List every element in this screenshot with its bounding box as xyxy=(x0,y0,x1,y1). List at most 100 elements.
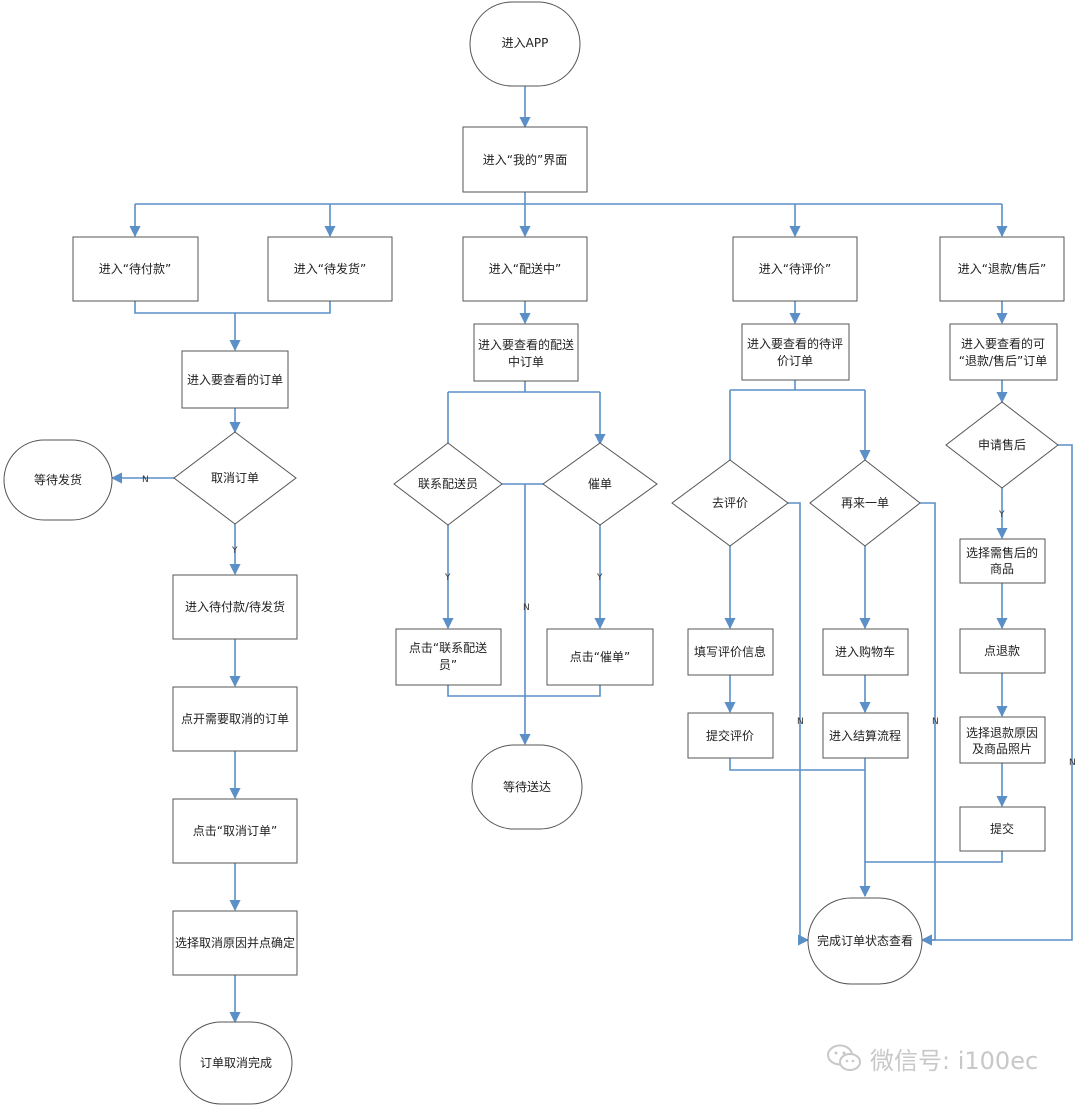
edge-deliv-no xyxy=(500,483,551,744)
enter-pay-ship-box: 进入待付款/待发货 xyxy=(172,574,298,640)
svg-text:点击“催单”: 点击“催单” xyxy=(570,650,630,664)
label-apply-yes: Y xyxy=(998,510,1005,520)
select-goods-box: 选择需售后的 商品 xyxy=(959,538,1046,584)
checkout-box: 进入结算流程 xyxy=(822,712,909,759)
svg-text:等待送达: 等待送达 xyxy=(503,779,551,794)
svg-text:订单取消完成: 订单取消完成 xyxy=(200,1055,272,1070)
view-delivering-box: 进入要查看的配送 中订单 xyxy=(473,323,579,382)
svg-text:进入要查看的配送: 进入要查看的配送 xyxy=(478,337,574,352)
edge-merge-pay-ship xyxy=(134,301,331,350)
svg-text:点开需要取消的订单: 点开需要取消的订单 xyxy=(181,711,289,726)
svg-text:填写评价信息: 填写评价信息 xyxy=(694,644,766,659)
svg-text:进入要查看的待评: 进入要查看的待评 xyxy=(747,336,843,351)
svg-text:进入“配送中”: 进入“配送中” xyxy=(489,261,561,276)
svg-text:进入“退款/售后”: 进入“退款/售后” xyxy=(958,261,1046,276)
wechat-icon xyxy=(827,1044,861,1071)
svg-text:进入结算流程: 进入结算流程 xyxy=(829,728,901,743)
enter-cart-box: 进入购物车 xyxy=(822,628,909,676)
urge-decision: 催单 xyxy=(542,442,658,526)
wait-arrive-terminal: 等待送达 xyxy=(471,744,583,830)
nodes: 进入APP 等待发货 订单取消完成 等待送达 完成订单状态查看 进入“我的”界面… xyxy=(3,1,1065,1105)
click-refund-box: 点退款 xyxy=(959,628,1046,674)
svg-text:提交: 提交 xyxy=(990,821,1014,836)
svg-text:选择取消原因并点确定: 选择取消原因并点确定 xyxy=(175,935,295,950)
watermark-text: 微信号: i100ec xyxy=(870,1046,1039,1075)
svg-text:员”: 员” xyxy=(439,658,457,672)
edge-submit-to-finish xyxy=(865,851,1003,863)
edge-deliv-split xyxy=(447,381,600,444)
svg-text:中订单: 中订单 xyxy=(508,354,544,369)
edge-submit-to-merge xyxy=(729,758,865,771)
svg-text:进入APP: 进入APP xyxy=(502,36,549,50)
edge-goreview-no xyxy=(788,502,810,946)
submit-review-box: 提交评价 xyxy=(687,712,774,759)
start-terminal: 进入APP xyxy=(469,1,581,87)
edge-labels: N Y Y Y N N N Y N xyxy=(142,475,1076,768)
refund-reason-box: 选择退款原因 及商品照片 xyxy=(959,716,1046,764)
svg-text:商品: 商品 xyxy=(990,561,1014,576)
svg-text:点退款: 点退款 xyxy=(984,644,1020,658)
label-apply-no: N xyxy=(1069,758,1076,768)
pending-ship-box: 进入“待发货” xyxy=(267,236,393,302)
cancel-order-decision: 取消订单 xyxy=(173,431,297,525)
edge-apply-no xyxy=(920,444,1073,946)
label-buyagain-no: N xyxy=(932,717,939,727)
view-review-box: 进入要查看的待评 价订单 xyxy=(741,323,850,381)
finish-terminal: 完成订单状态查看 xyxy=(807,897,923,985)
edge-mine-branch-bus xyxy=(135,192,1002,205)
svg-text:催单: 催单 xyxy=(588,477,612,491)
choose-reason-box: 选择取消原因并点确定 xyxy=(172,910,298,976)
svg-text:点击“取消订单”: 点击“取消订单” xyxy=(193,824,277,838)
contact-courier-decision: 联系配送员 xyxy=(393,442,503,526)
label-cancel-yes: Y xyxy=(231,546,238,556)
submit-box: 提交 xyxy=(959,806,1046,852)
svg-text:提交评价: 提交评价 xyxy=(706,728,754,743)
buy-again-decision: 再来一单 xyxy=(809,459,921,547)
pending-pay-box: 进入“待付款” xyxy=(72,236,199,302)
pending-review-box: 进入“待评价” xyxy=(732,236,858,302)
apply-aftersale-decision: 申请售后 xyxy=(945,401,1059,489)
connectors xyxy=(110,85,1073,1024)
wait-ship-terminal: 等待发货 xyxy=(3,439,113,521)
svg-text:进入“待评价”: 进入“待评价” xyxy=(759,262,831,276)
svg-text:进入待付款/待发货: 进入待付款/待发货 xyxy=(185,599,285,614)
cancel-done-terminal: 订单取消完成 xyxy=(179,1021,293,1105)
svg-text:选择需售后的: 选择需售后的 xyxy=(966,545,1038,560)
svg-text:进入“待付款”: 进入“待付款” xyxy=(99,262,171,276)
label-urge-yes: Y xyxy=(596,573,603,583)
label-contact-yes: Y xyxy=(444,573,451,583)
svg-text:价订单: 价订单 xyxy=(777,354,813,368)
svg-text:进入要查看的可: 进入要查看的可 xyxy=(961,336,1045,351)
watermark: 微信号: i100ec xyxy=(826,1040,1038,1076)
label-goreview-no: N xyxy=(797,717,804,727)
open-cancel-box: 点开需要取消的订单 xyxy=(172,686,298,752)
fill-review-box: 填写评价信息 xyxy=(687,628,774,676)
edge-deliv-merge xyxy=(447,685,601,697)
svg-text:点击“联系配送: 点击“联系配送 xyxy=(409,640,487,655)
refund-box: 进入“退款/售后” xyxy=(939,236,1065,302)
label-cancel-no: N xyxy=(142,475,149,485)
go-review-decision: 去评价 xyxy=(671,459,789,547)
click-contact-box: 点击“联系配送 员” xyxy=(395,628,502,686)
svg-text:申请售后: 申请售后 xyxy=(978,437,1026,452)
label-deliv-no: N xyxy=(523,603,530,613)
svg-text:选择退款原因: 选择退款原因 xyxy=(966,726,1038,740)
edge-review-split xyxy=(729,380,865,460)
svg-text:取消订单: 取消订单 xyxy=(211,471,259,485)
svg-text:去评价: 去评价 xyxy=(712,496,748,510)
svg-text:进入购物车: 进入购物车 xyxy=(835,644,895,659)
click-cancel-box: 点击“取消订单” xyxy=(172,798,298,864)
svg-text:及商品照片: 及商品照片 xyxy=(972,741,1032,756)
view-order-box: 进入要查看的订单 xyxy=(181,350,289,409)
view-refund-box: 进入要查看的可 “退款/售后”订单 xyxy=(949,323,1058,381)
delivering-box: 进入“配送中” xyxy=(462,236,588,302)
svg-text:联系配送员: 联系配送员 xyxy=(418,476,478,491)
svg-text:完成订单状态查看: 完成订单状态查看 xyxy=(817,933,913,948)
click-urge-box: 点击“催单” xyxy=(546,628,654,686)
svg-text:进入要查看的订单: 进入要查看的订单 xyxy=(187,372,283,387)
svg-text:等待发货: 等待发货 xyxy=(34,472,82,487)
svg-text:进入“待发货”: 进入“待发货” xyxy=(294,261,366,276)
svg-text:进入“我的”界面: 进入“我的”界面 xyxy=(483,152,567,167)
svg-text:“退款/售后”订单: “退款/售后”订单 xyxy=(959,353,1047,368)
